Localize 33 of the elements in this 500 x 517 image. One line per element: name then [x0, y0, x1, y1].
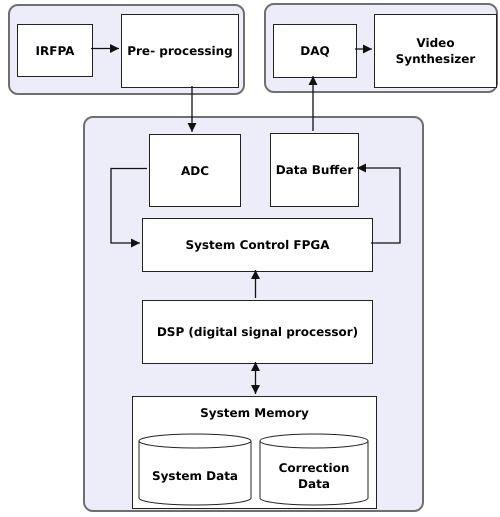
process-box [273, 24, 357, 78]
node-label: Pre- processing [126, 43, 234, 59]
arrow [110, 168, 147, 248]
node-label: System Control FPGA [184, 237, 331, 253]
node-label: Video Synthesizer [394, 35, 476, 67]
arrow [355, 44, 372, 54]
process-box [132, 396, 377, 509]
process-box [121, 14, 239, 88]
database-cylinder [138, 433, 252, 506]
process-box [270, 133, 359, 207]
node-label: Correction Data [278, 460, 350, 492]
process-box [17, 24, 93, 77]
node-label: ADC [180, 162, 210, 178]
process-box [142, 300, 373, 364]
group-panel [264, 3, 498, 93]
arrow [308, 76, 318, 131]
node-label: DAQ [299, 43, 331, 59]
node-label: IRFPA [34, 42, 76, 58]
node-label: System Data [150, 468, 240, 484]
arrow [357, 164, 401, 244]
arrow [251, 270, 260, 298]
database-cylinder [259, 433, 369, 506]
arrow [251, 362, 260, 394]
group-panel [83, 116, 424, 512]
group-panel [8, 4, 245, 95]
process-box [149, 134, 241, 207]
node-label: DSP (digital signal processor) [156, 324, 360, 340]
node-label: System Memory [199, 405, 310, 421]
process-box [142, 218, 373, 272]
node-label: Data Buffer [274, 162, 354, 178]
arrow [188, 86, 196, 132]
arrow [91, 44, 119, 53]
process-box [374, 14, 497, 88]
